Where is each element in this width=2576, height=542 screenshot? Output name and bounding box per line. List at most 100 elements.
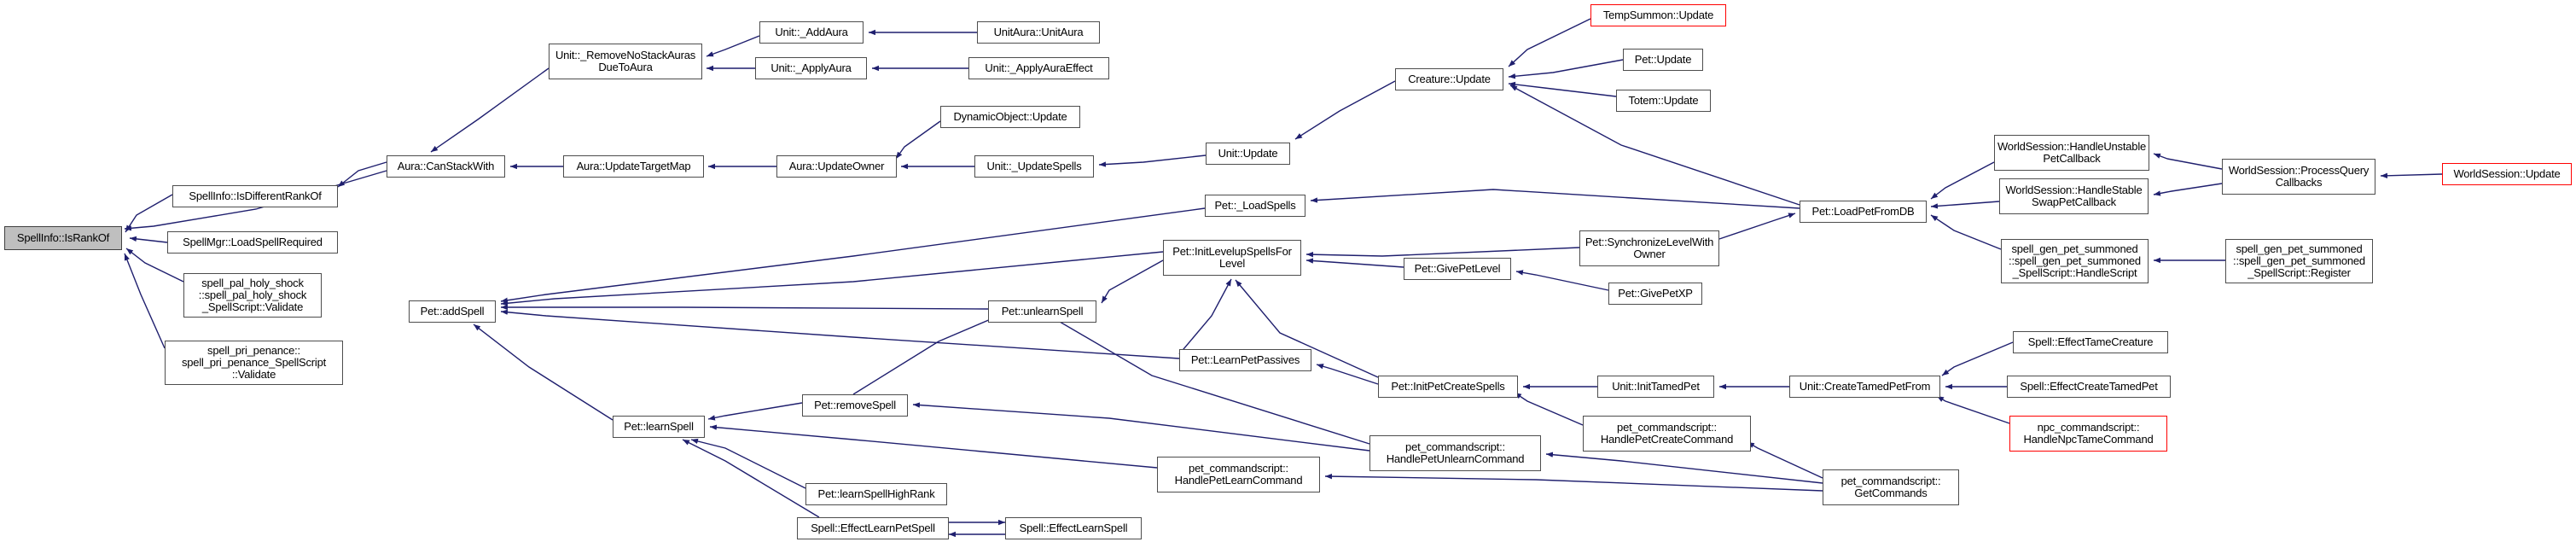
- graph-edge-n49-n46: [1324, 473, 1823, 492]
- graph-node-n15[interactable]: Unit::Update: [1206, 143, 1290, 165]
- graph-edge-n15-n8: [1098, 154, 1207, 167]
- graph-node-label: spell_pri_penance:: spell_pri_penance_Sp…: [181, 344, 327, 381]
- graph-edge-n42-n32: [473, 323, 613, 421]
- graph-node-n45[interactable]: Spell::EffectLearnSpell: [1005, 517, 1142, 539]
- graph-node-n32[interactable]: Pet::addSpell: [409, 300, 496, 323]
- graph-node-label: Pet::addSpell: [420, 305, 485, 318]
- graph-node-label: Pet::removeSpell: [814, 399, 896, 411]
- graph-node-n27[interactable]: spell_gen_pet_summoned ::spell_gen_pet_s…: [2225, 239, 2373, 283]
- graph-node-n47[interactable]: pet_commandscript:: HandlePetUnlearnComm…: [1369, 435, 1541, 471]
- graph-edge-n19-n16: [1508, 81, 1617, 97]
- graph-node-label: Pet::LoadPetFromDB: [1811, 205, 1915, 218]
- graph-node-n23[interactable]: WorldSession::HandleStable SwapPetCallba…: [1999, 178, 2149, 214]
- graph-node-n40[interactable]: npc_commandscript:: HandleNpcTameCommand: [2009, 416, 2167, 452]
- graph-node-label: Pet::unlearnSpell: [1001, 305, 1084, 318]
- graph-node-n35[interactable]: Pet::InitPetCreateSpells: [1378, 376, 1518, 398]
- graph-edge-n5-n1: [337, 161, 387, 188]
- graph-node-n3[interactable]: spell_pal_holy_shock ::spell_pal_holy_sh…: [183, 273, 322, 318]
- graph-node-n11[interactable]: Unit::_AddAura: [759, 21, 864, 44]
- graph-node-n2[interactable]: SpellMgr::LoadSpellRequired: [167, 231, 338, 254]
- graph-node-label: npc_commandscript:: HandleNpcTameCommand: [2023, 421, 2154, 446]
- graph-edge-n4-n0: [124, 253, 166, 349]
- graph-node-label: Aura::UpdateOwner: [788, 160, 885, 172]
- graph-node-n7[interactable]: Aura::UpdateOwner: [776, 155, 897, 178]
- graph-edge-n18-n16: [1508, 59, 1624, 79]
- graph-node-label: spell_gen_pet_summoned ::spell_gen_pet_s…: [2009, 242, 2141, 279]
- graph-node-n31[interactable]: Pet::InitLevelupSpellsFor Level: [1163, 240, 1301, 276]
- graph-node-label: Spell::EffectLearnPetSpell: [811, 522, 935, 534]
- graph-node-label: Spell::EffectLearnSpell: [1019, 522, 1128, 534]
- graph-node-n10[interactable]: Unit::_RemoveNoStackAuras DueToAura: [549, 44, 702, 79]
- graph-node-n29[interactable]: Pet::GivePetXP: [1608, 283, 1702, 305]
- graph-node-n44[interactable]: Spell::EffectLearnPetSpell: [797, 517, 949, 539]
- graph-edge-n23-n21: [1930, 201, 2000, 209]
- graph-node-n30[interactable]: Pet::GivePetLevel: [1404, 258, 1511, 280]
- graph-node-n46[interactable]: pet_commandscript:: HandlePetLearnComman…: [1157, 457, 1320, 492]
- graph-node-label: pet_commandscript:: GetCommands: [1840, 475, 1941, 499]
- graph-node-label: Pet::learnSpellHighRank: [817, 487, 935, 500]
- graph-node-n43[interactable]: Pet::learnSpellHighRank: [805, 483, 947, 505]
- graph-node-label: Unit::_ApplyAura: [770, 61, 852, 74]
- graph-edge-n46-n42: [709, 424, 1158, 469]
- graph-node-n4[interactable]: spell_pri_penance:: spell_pri_penance_Sp…: [165, 341, 343, 385]
- graph-node-label: UnitAura::UnitAura: [993, 26, 1084, 38]
- graph-edge-n24-n23: [2153, 183, 2223, 196]
- graph-node-n18[interactable]: Pet::Update: [1623, 49, 1703, 71]
- graph-node-label: Totem::Update: [1628, 94, 1699, 107]
- graph-edge-n47-n33: [1049, 315, 1370, 445]
- graph-node-n36[interactable]: Unit::InitTamedPet: [1597, 376, 1714, 398]
- graph-edge-n44-n42: [682, 439, 820, 518]
- graph-node-n20[interactable]: Pet::_LoadSpells: [1205, 195, 1305, 217]
- graph-node-label: Aura::UpdateTargetMap: [576, 160, 691, 172]
- graph-edge-n21-n20: [1310, 189, 1800, 209]
- graph-node-label: spell_pal_holy_shock ::spell_pal_holy_sh…: [198, 277, 307, 313]
- graph-edge-n10-n5: [430, 67, 550, 153]
- graph-node-n25[interactable]: WorldSession::Update: [2442, 163, 2572, 185]
- graph-edge-n49-n47: [1545, 452, 1823, 484]
- graph-edge-n22-n21: [1930, 161, 1995, 200]
- graph-edge-n41-n42: [707, 402, 803, 421]
- graph-node-n21[interactable]: Pet::LoadPetFromDB: [1800, 201, 1927, 223]
- graph-node-n9[interactable]: DynamicObject::Update: [940, 106, 1080, 128]
- graph-node-n0[interactable]: SpellInfo::IsRankOf: [4, 226, 122, 250]
- graph-node-n26[interactable]: spell_gen_pet_summoned ::spell_gen_pet_s…: [2001, 239, 2149, 283]
- graph-node-n5[interactable]: Aura::CanStackWith: [387, 155, 505, 178]
- graph-node-n12[interactable]: UnitAura::UnitAura: [977, 21, 1100, 44]
- graph-node-label: WorldSession::ProcessQuery Callbacks: [2228, 164, 2370, 189]
- graph-node-label: Unit::InitTamedPet: [1612, 380, 1700, 393]
- graph-node-n48[interactable]: pet_commandscript:: HandlePetCreateComma…: [1583, 416, 1751, 452]
- graph-node-n16[interactable]: Creature::Update: [1395, 68, 1503, 90]
- graph-node-n14[interactable]: Unit::_ApplyAuraEffect: [968, 57, 1109, 79]
- graph-edge-n34-n31: [1178, 278, 1232, 355]
- graph-node-n34[interactable]: Pet::LearnPetPassives: [1179, 349, 1311, 371]
- graph-node-label: Unit::CreateTamedPetFrom: [1799, 380, 1931, 393]
- graph-node-n17[interactable]: TempSummon::Update: [1590, 4, 1726, 26]
- graph-node-n28[interactable]: Pet::SynchronizeLevelWith Owner: [1579, 230, 1719, 266]
- graph-node-n38[interactable]: Spell::EffectTameCreature: [2013, 331, 2168, 353]
- graph-node-n49[interactable]: pet_commandscript:: GetCommands: [1823, 469, 1959, 505]
- graph-node-n41[interactable]: Pet::removeSpell: [802, 394, 908, 417]
- graph-node-n24[interactable]: WorldSession::ProcessQuery Callbacks: [2222, 159, 2375, 195]
- graph-node-n42[interactable]: Pet::learnSpell: [613, 416, 705, 438]
- graph-node-n39[interactable]: Spell::EffectCreateTamedPet: [2007, 376, 2171, 398]
- graph-edge-n47-n41: [912, 402, 1370, 452]
- graph-node-label: Unit::_RemoveNoStackAuras DueToAura: [555, 49, 696, 73]
- graph-node-label: SpellMgr::LoadSpellRequired: [183, 236, 323, 248]
- graph-node-label: Pet::InitPetCreateSpells: [1391, 380, 1505, 393]
- graph-node-n13[interactable]: Unit::_ApplyAura: [755, 57, 867, 79]
- graph-edge-n41-n33: [852, 313, 1003, 395]
- graph-node-label: Pet::GivePetXP: [1618, 287, 1693, 300]
- graph-node-n33[interactable]: Pet::unlearnSpell: [988, 300, 1096, 323]
- graph-node-n8[interactable]: Unit::_UpdateSpells: [974, 155, 1094, 178]
- graph-node-label: WorldSession::HandleUnstable PetCallback: [1997, 140, 2147, 165]
- graph-edge-n33-n32: [501, 304, 989, 311]
- graph-node-n1[interactable]: SpellInfo::IsDifferentRankOf: [172, 185, 338, 207]
- graph-node-n6[interactable]: Aura::UpdateTargetMap: [563, 155, 704, 178]
- graph-edge-n30-n31: [1305, 258, 1404, 268]
- graph-node-n37[interactable]: Unit::CreateTamedPetFrom: [1789, 376, 1940, 398]
- graph-edge-n35-n34: [1316, 364, 1379, 385]
- graph-edge-n49-n48: [1747, 441, 1823, 479]
- graph-node-n22[interactable]: WorldSession::HandleUnstable PetCallback: [1994, 135, 2149, 171]
- graph-node-n19[interactable]: Totem::Update: [1616, 90, 1711, 112]
- graph-node-label: SpellInfo::IsDifferentRankOf: [189, 189, 322, 202]
